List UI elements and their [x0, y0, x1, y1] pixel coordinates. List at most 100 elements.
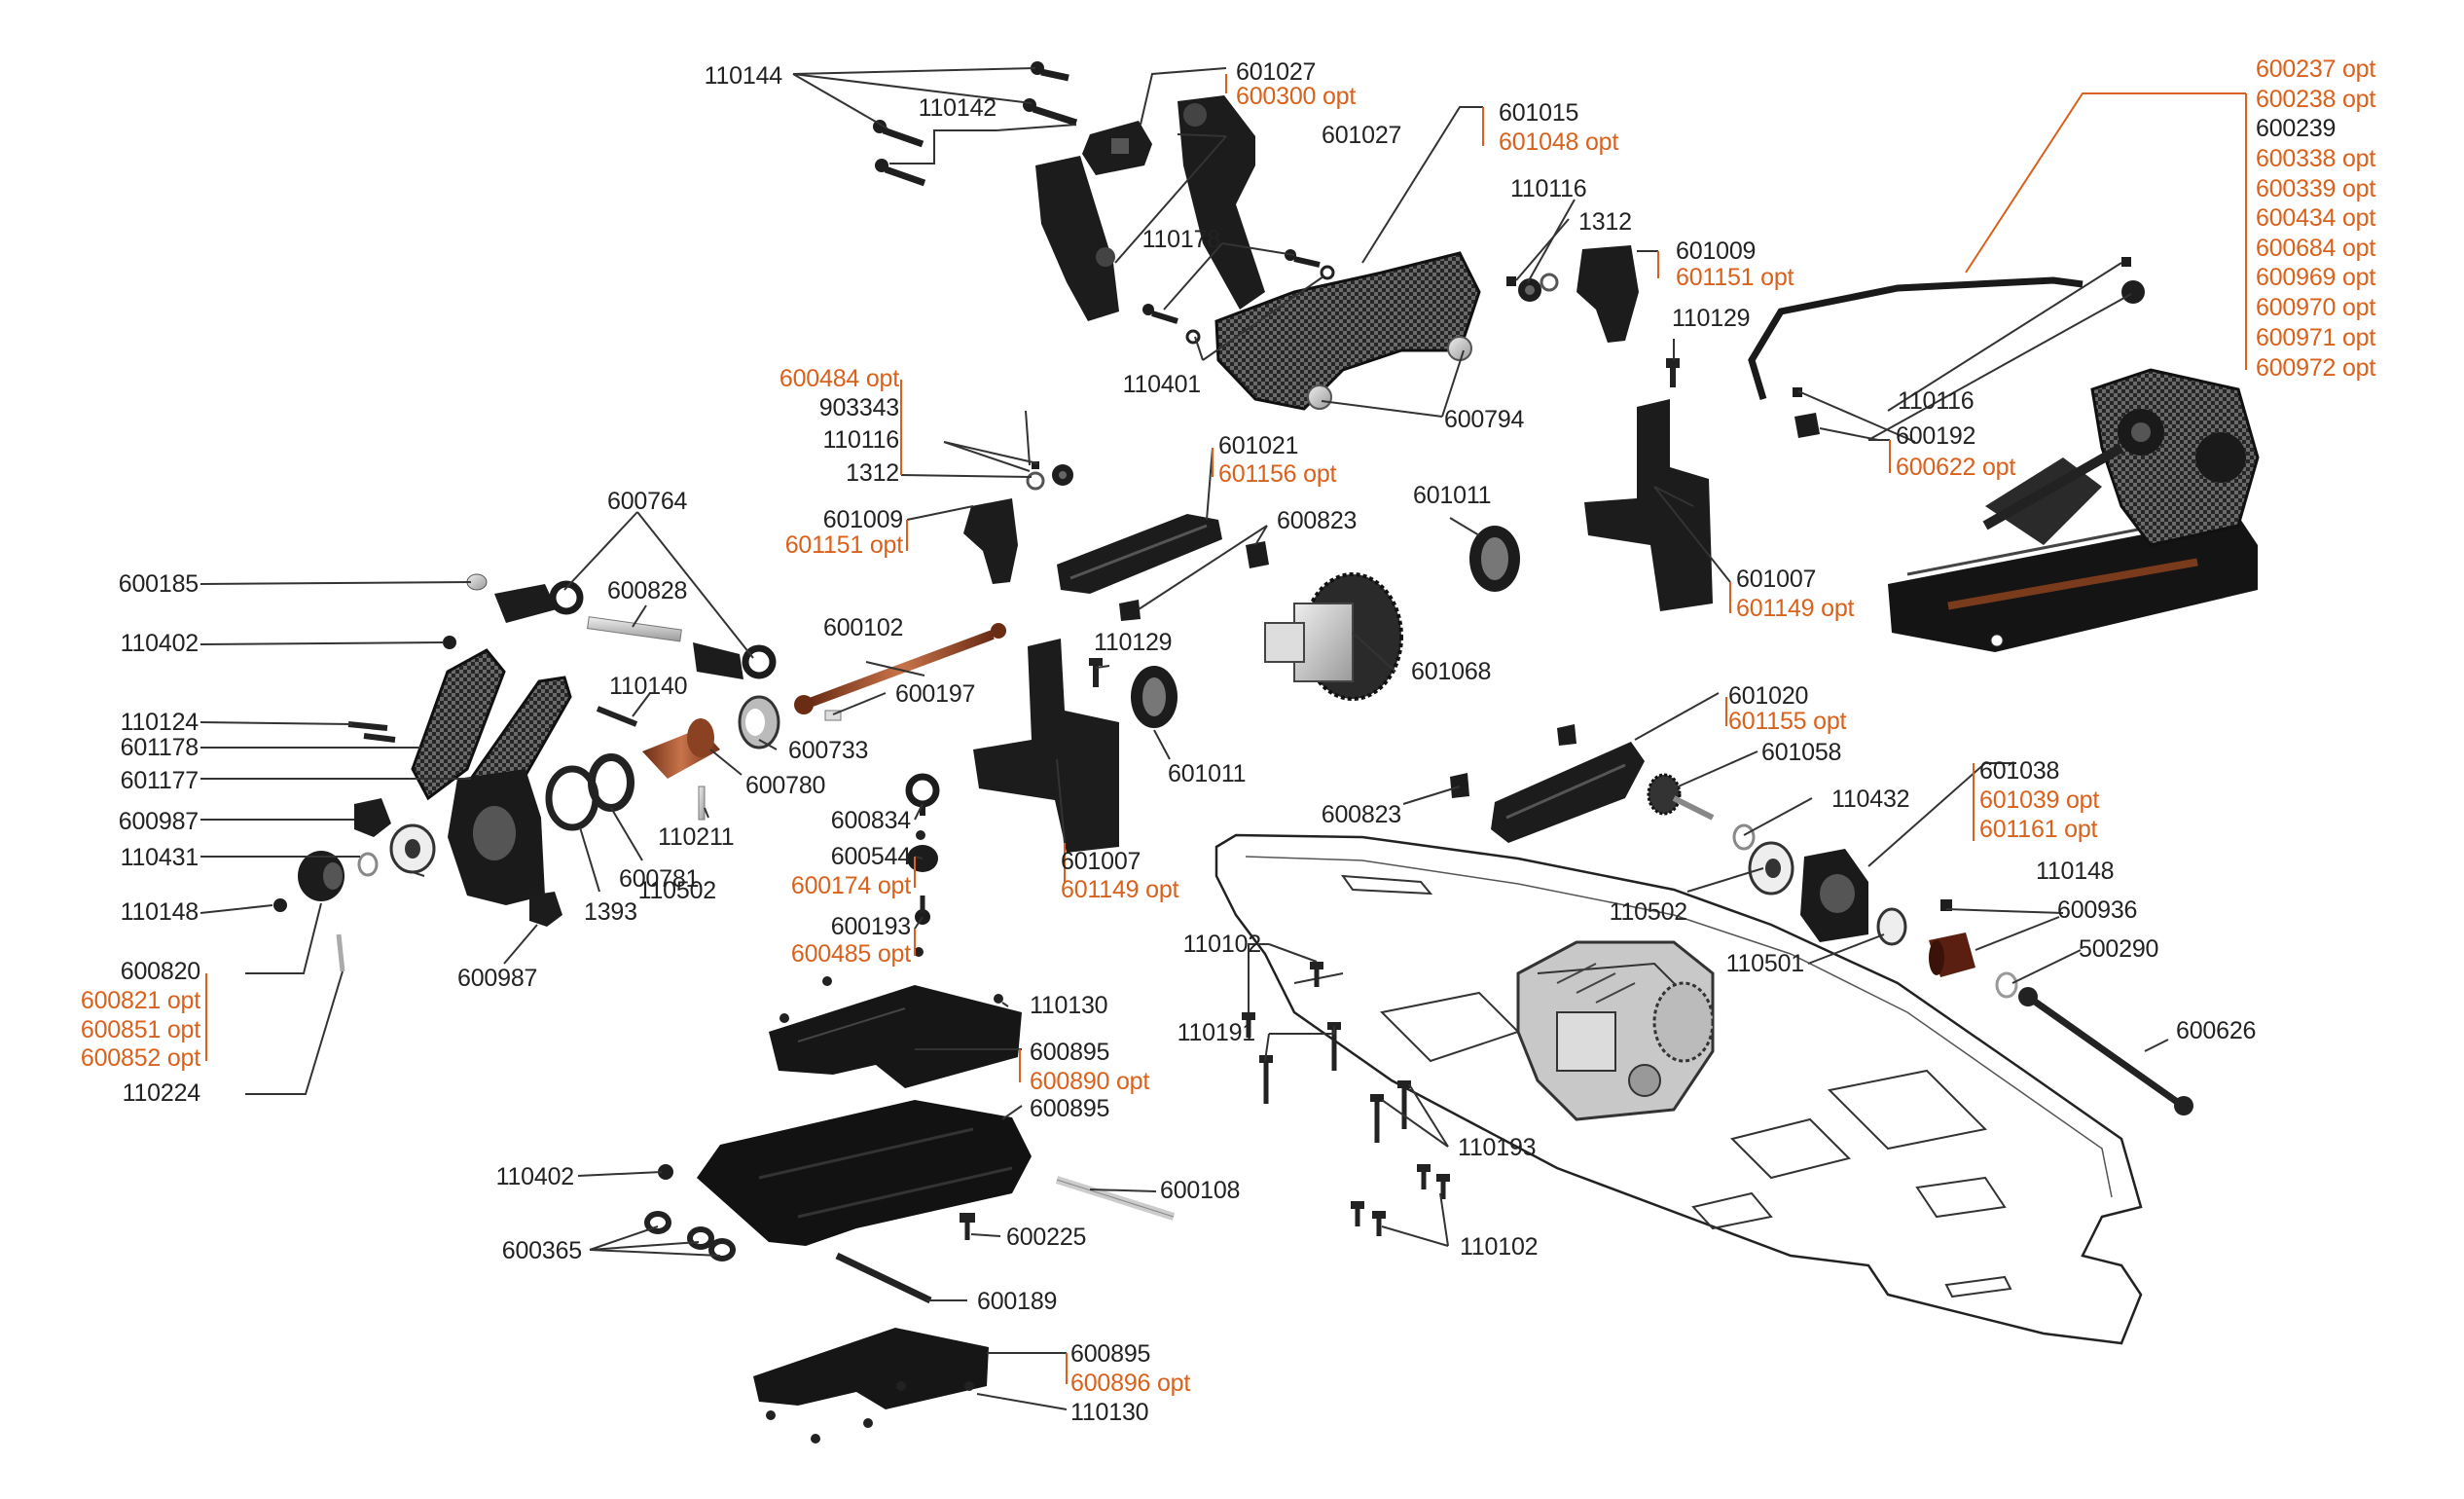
- label-600189: 600189: [977, 1288, 1058, 1315]
- label-600852-opt: 600852 opt: [80, 1044, 200, 1072]
- label-600890-opt: 600890 opt: [1030, 1068, 1150, 1095]
- label-601161-opt: 601161 opt: [1979, 816, 2098, 843]
- pin-600108: [1055, 1176, 1176, 1221]
- small-parts-110116-1312: [1026, 461, 1073, 491]
- label-601068: 601068: [1411, 658, 1492, 685]
- label-600300-opt: 600300 opt: [1236, 83, 1357, 110]
- label-600764: 600764: [607, 488, 688, 515]
- label-600237-opt: 600237 opt: [2256, 55, 2376, 83]
- label-110502-b: 110502: [1609, 898, 1688, 926]
- label-600108: 600108: [1160, 1177, 1241, 1204]
- bearing-601011-right: [1469, 526, 1520, 592]
- nut-110148-left: [273, 898, 287, 912]
- label-600626: 600626: [2176, 1017, 2257, 1044]
- screws-110130-bottom: [766, 1381, 974, 1444]
- screw-110129-right: [1666, 358, 1680, 387]
- label-600969-opt: 600969 opt: [2256, 264, 2376, 291]
- label-600434-opt: 600434 opt: [2256, 204, 2376, 232]
- label-110144: 110144: [704, 62, 783, 90]
- label-601149-opt-b: 601149 opt: [1061, 876, 1179, 903]
- drive-shaft-600102: [794, 623, 1006, 721]
- label-600484-opt: 600484 opt: [779, 365, 899, 392]
- label-110501: 110501: [1725, 950, 1805, 977]
- leader-lines-standard: [199, 67, 2169, 1410]
- engine-assembly: [1516, 940, 1715, 1121]
- nut-600987-lower: [529, 892, 562, 927]
- label-110116-a: 110116: [1510, 175, 1587, 202]
- label-600895-b: 600895: [1030, 1095, 1110, 1122]
- label-110102-b: 110102: [1460, 1233, 1539, 1261]
- chassis-screws-110102: [1242, 962, 1450, 1236]
- label-600823-b: 600823: [1321, 801, 1401, 828]
- rear-bulkhead-assembly: [1888, 368, 2260, 652]
- label-110130-a: 110130: [1030, 992, 1108, 1019]
- label-110142: 110142: [918, 94, 997, 122]
- label-600820: 600820: [120, 958, 200, 985]
- label-600622-opt: 600622 opt: [1896, 454, 2016, 481]
- label-110116-c: 110116: [1898, 387, 1975, 415]
- label-1312-a: 1312: [1578, 208, 1632, 236]
- screw-600225: [960, 1213, 975, 1240]
- label-601009-a: 601009: [1676, 238, 1757, 265]
- label-600823-a: 600823: [1277, 507, 1358, 534]
- label-601027-a: 601027: [1236, 58, 1317, 86]
- label-110102-a: 110102: [1182, 931, 1262, 958]
- label-600987-a: 600987: [118, 808, 199, 835]
- bearing-110501: [1876, 907, 1907, 946]
- label-601149-opt-a: 601149 opt: [1736, 595, 1855, 622]
- screw-110140: [596, 706, 638, 727]
- label-110148-b: 110148: [120, 898, 199, 926]
- label-110402-b: 110402: [495, 1163, 575, 1190]
- label-600987-b: 600987: [457, 965, 538, 992]
- suspension-mount-601020: [1491, 742, 1645, 843]
- label-110116-b: 110116: [822, 426, 899, 454]
- bearing-110502-right: [1748, 841, 1794, 896]
- nut-110148-right: [1940, 899, 1952, 911]
- label-601020: 601020: [1728, 682, 1809, 710]
- pinion-601058: [1647, 773, 1715, 821]
- label-110129-a: 110129: [1672, 305, 1751, 332]
- shim-110431: [357, 852, 379, 877]
- label-601178: 601178: [120, 734, 199, 761]
- bushing-600544: [907, 830, 938, 872]
- label-600225: 600225: [1006, 1224, 1087, 1251]
- label-110148-a: 110148: [2036, 858, 2115, 885]
- screws-110124: [347, 721, 396, 743]
- label-110431: 110431: [120, 844, 199, 871]
- label-600193: 600193: [830, 913, 911, 940]
- label-600972-opt: 600972 opt: [2256, 354, 2376, 382]
- label-110401: 110401: [1122, 371, 1202, 398]
- carbon-plate-600895-top: [769, 985, 1022, 1088]
- label-600339-opt: 600339 opt: [2256, 175, 2376, 202]
- label-600970-opt: 600970 opt: [2256, 294, 2376, 321]
- label-600971-opt: 600971 opt: [2256, 324, 2376, 351]
- label-110211: 110211: [658, 823, 735, 851]
- carbon-plate-600895-bottom: [753, 1328, 989, 1409]
- nut-600823-right: [1450, 724, 1576, 798]
- label-601015: 601015: [1499, 99, 1579, 127]
- label-601039-opt: 601039 opt: [1979, 786, 2100, 814]
- label-600684-opt: 600684 opt: [2256, 235, 2376, 262]
- label-600896-opt: 600896 opt: [1070, 1370, 1191, 1397]
- label-903343: 903343: [818, 394, 899, 421]
- label-600794: 600794: [1444, 406, 1525, 433]
- bell-600936: [1929, 932, 1975, 977]
- label-601021: 601021: [1218, 432, 1299, 459]
- leader-lines-optional: [205, 74, 2247, 1384]
- suspension-mount-601021: [1057, 514, 1222, 594]
- upright-601007-right: [1584, 399, 1713, 611]
- label-110502-a: 110502: [637, 877, 717, 904]
- label-600192: 600192: [1896, 422, 1976, 450]
- label-600821-opt: 600821 opt: [80, 987, 200, 1014]
- label-110224: 110224: [122, 1079, 201, 1107]
- nut-110402-top: [443, 636, 456, 649]
- bearings-600781: [545, 753, 634, 831]
- label-110432: 110432: [1831, 786, 1910, 813]
- ball-stud-600193: [915, 896, 930, 925]
- nut-110402-lower: [658, 1164, 673, 1180]
- label-1393: 1393: [584, 898, 637, 926]
- label-601151-opt-a: 601151 opt: [1676, 264, 1794, 291]
- pin-600189: [835, 1252, 932, 1304]
- upright-601007-left: [973, 639, 1119, 853]
- mount-601027-large: [1035, 95, 1265, 321]
